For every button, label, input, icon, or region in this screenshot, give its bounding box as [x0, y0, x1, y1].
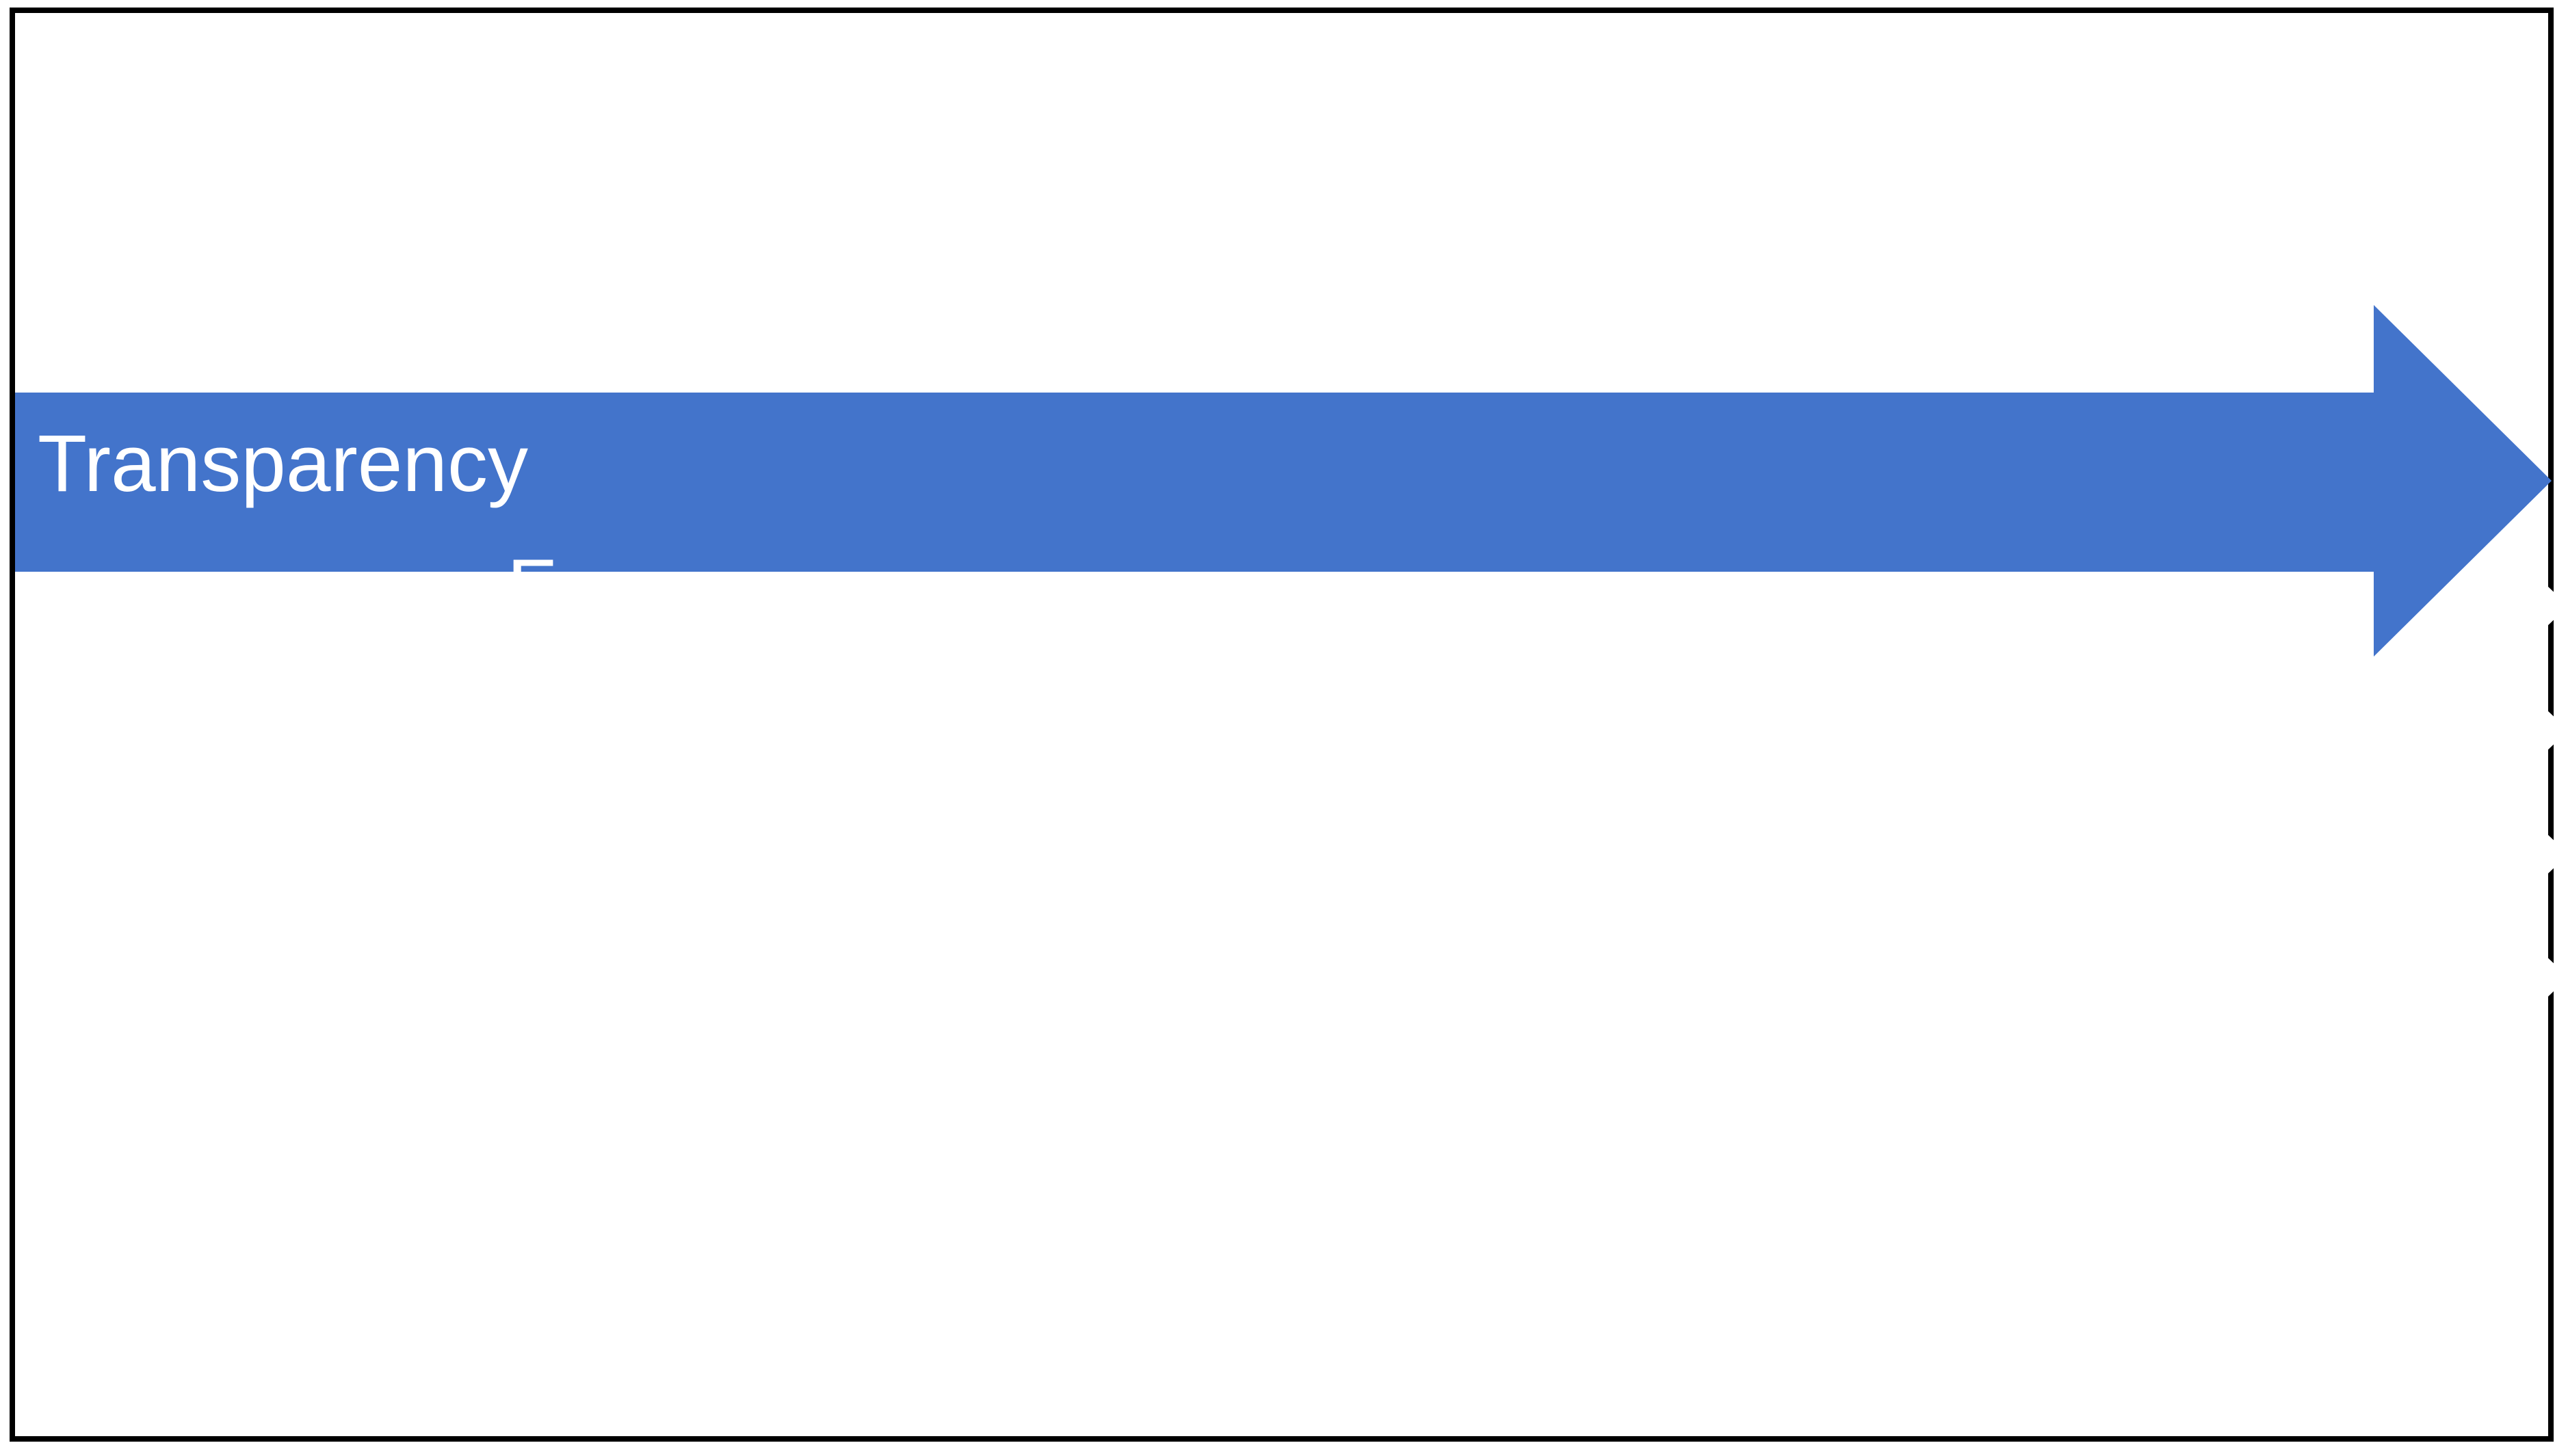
chevron-label-1: Transparency — [38, 419, 528, 509]
chevron-label-3: Clarity — [978, 667, 1207, 758]
chevron-label-4: Integration — [1447, 791, 1829, 882]
chevron-label-2: Focus — [507, 543, 726, 633]
chevron-step-1[interactable] — [15, 305, 2552, 657]
chevron-shape-1[interactable] — [15, 305, 2552, 657]
arrow-label-layer: TransparencyFocusClarityIntegrationEqual… — [38, 419, 2205, 1005]
chevron-label-5: Equality — [1917, 914, 2205, 1005]
arrow-layer — [15, 305, 2568, 1170]
